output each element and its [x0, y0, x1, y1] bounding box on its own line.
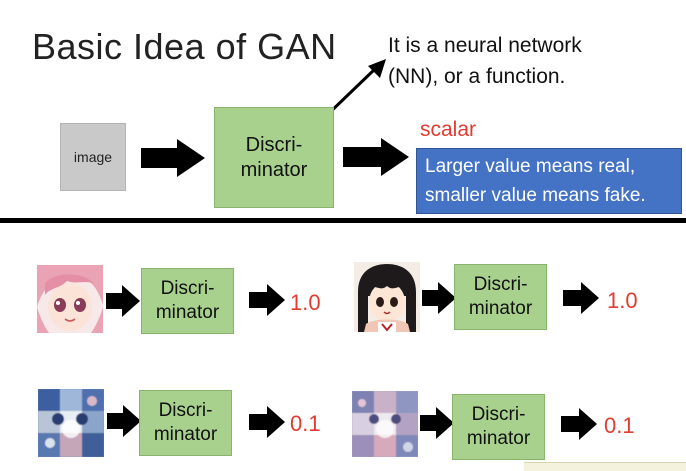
arrow-icon	[107, 405, 141, 437]
discriminator-box: Discri- minator	[452, 394, 545, 460]
arrow-icon	[343, 138, 409, 176]
arrow-icon	[106, 285, 140, 317]
arrow-icon	[420, 407, 454, 439]
discriminator-output: 0.1	[290, 411, 321, 436]
anime-girl-thumbnail	[354, 262, 420, 332]
generated-image-thumbnail	[38, 389, 104, 457]
anime-girl-thumbnail	[37, 265, 103, 333]
meaning-box: Larger value means real, smaller value m…	[416, 148, 682, 214]
caption-strip	[524, 462, 686, 471]
discriminator-output: 0.1	[604, 413, 635, 438]
arrow-icon	[561, 408, 597, 440]
image-input-label: image	[73, 149, 113, 165]
section-divider	[0, 218, 686, 223]
discriminator-output: 1.0	[607, 288, 638, 313]
arrow-icon	[422, 282, 456, 314]
arrow-icon	[249, 284, 285, 316]
arrow-icon	[563, 282, 599, 314]
page-title: Basic Idea of GAN	[32, 26, 337, 67]
discriminator-box: Discri- minator	[214, 107, 334, 208]
arrow-icon	[141, 139, 205, 177]
image-input-box: image	[60, 123, 126, 191]
annotation-note: It is a neural network (NN), or a functi…	[388, 34, 582, 88]
discriminator-box: Discri- minator	[141, 268, 234, 334]
arrow-icon	[249, 406, 285, 438]
scalar-label: scalar	[420, 118, 477, 141]
discriminator-output: 1.0	[290, 290, 321, 315]
discriminator-box: Discri- minator	[454, 264, 547, 330]
discriminator-box: Discri- minator	[139, 390, 232, 456]
generated-image-thumbnail	[352, 391, 418, 457]
